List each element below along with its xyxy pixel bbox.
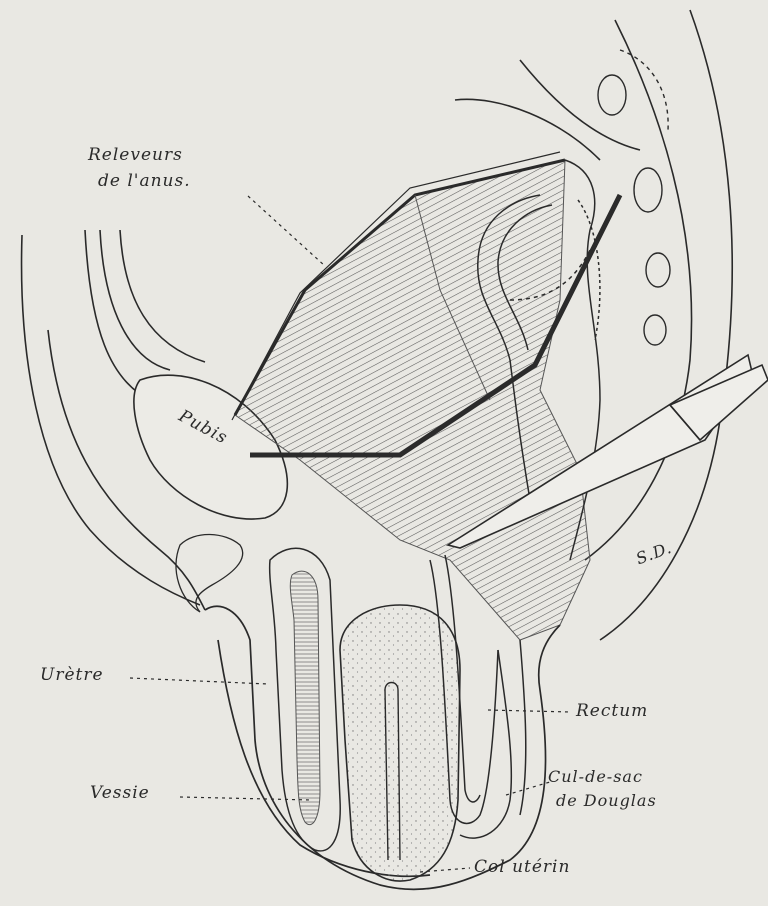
label-cul-de-sac-line2: de Douglas [556, 791, 657, 810]
label-vessie: Vessie [90, 783, 150, 803]
label-cul-de-sac-line1: Cul-de-sac [548, 767, 643, 786]
levator-ani-muscle [232, 152, 590, 640]
label-releveurs-line2: de l'anus. [98, 171, 191, 191]
artist-signature: S.D. [633, 538, 674, 568]
label-col-uterin: Col utérin [474, 857, 570, 877]
urethra-bladder [270, 548, 341, 851]
leader-rectum [488, 710, 570, 712]
uterine-cervix [340, 605, 460, 881]
leader-releveurs [248, 196, 325, 266]
leader-uretre [130, 678, 268, 684]
label-rectum: Rectum [575, 701, 648, 721]
label-uretre: Urètre [40, 665, 104, 685]
label-releveurs-line1: Releveurs [87, 145, 183, 165]
leader-vessie [180, 797, 312, 800]
sacral-vertebrae [598, 50, 670, 345]
